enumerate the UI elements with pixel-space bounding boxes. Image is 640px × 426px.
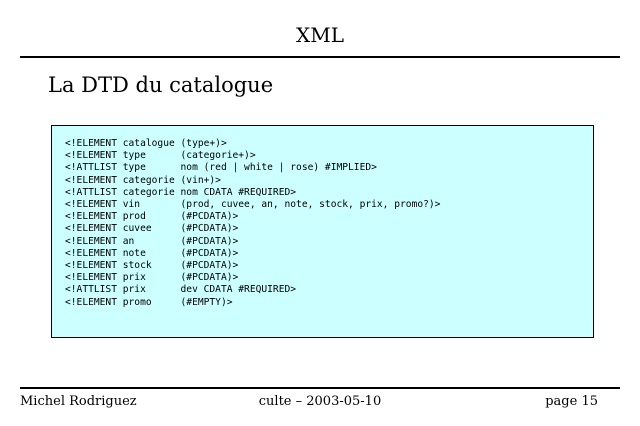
footer-event: culte – 2003-05-10 [258,394,382,409]
code-line: <!ELEMENT note (#PCDATA)> [65,247,239,259]
code-line: <!ELEMENT cuvee (#PCDATA)> [65,223,239,235]
code-line: <!ELEMENT stock (#PCDATA)> [65,260,239,272]
code-line: <!ATTLIST categorie nom CDATA #REQUIRED> [65,186,297,198]
code-line: <!ELEMENT type (categorie+)> [65,150,256,162]
dtd-code-listing: <!ELEMENT catalogue (type+)> <!ELEMENT t… [65,138,440,309]
code-line: <!ELEMENT vin (prod, cuvee, an, note, st… [65,199,441,211]
code-line: <!ELEMENT prix (#PCDATA)> [65,272,239,284]
code-line: <!ATTLIST prix dev CDATA #REQUIRED> [65,284,297,296]
code-line: <!ELEMENT categorie (vin+)> [65,174,221,186]
code-line: <!ELEMENT an (#PCDATA)> [65,235,239,247]
bottom-divider [20,387,620,389]
code-line: <!ELEMENT prod (#PCDATA)> [65,211,239,223]
code-line: <!ELEMENT promo (#EMPTY)> [65,296,233,308]
section-heading: La DTD du catalogue [48,73,274,97]
footer-author: Michel Rodriguez [20,394,137,409]
code-line: <!ATTLIST type nom (red | white | rose) … [65,162,377,174]
top-divider [20,56,620,58]
code-line: <!ELEMENT catalogue (type+)> [65,138,227,149]
code-box: <!ELEMENT catalogue (type+)> <!ELEMENT t… [51,125,594,338]
footer-page-number: page 15 [545,394,598,409]
slide-title: XML [296,23,344,47]
